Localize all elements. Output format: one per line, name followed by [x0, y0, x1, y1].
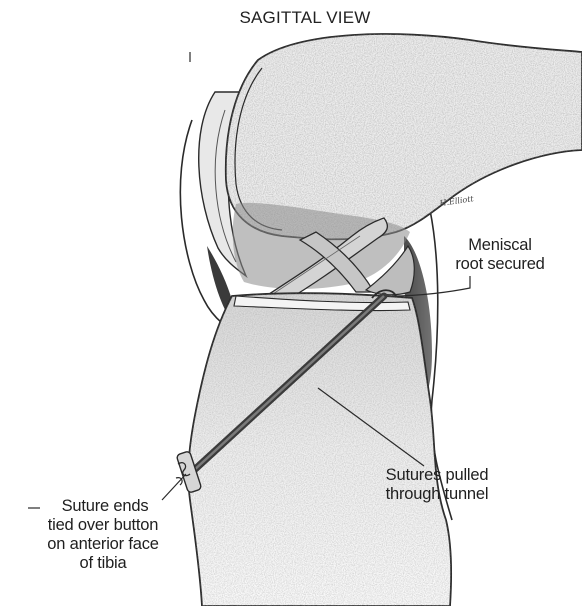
label-line: of tibia [28, 554, 178, 573]
label-line: root secured [440, 255, 560, 274]
label-line: tied over button [28, 516, 178, 535]
label-line: Sutures pulled [372, 466, 502, 485]
label-line: through tunnel [372, 485, 502, 504]
label-line: Suture ends [28, 497, 178, 516]
label-suture-ends: Suture ends tied over button on anterior… [28, 497, 178, 573]
label-line: on anterior face [28, 535, 178, 554]
label-line: Meniscal [440, 236, 560, 255]
label-sutures-pulled: Sutures pulled through tunnel [372, 466, 502, 504]
label-meniscal-root: Meniscal root secured [440, 236, 560, 274]
diagram-title: SAGITTAL VIEW [0, 8, 582, 27]
